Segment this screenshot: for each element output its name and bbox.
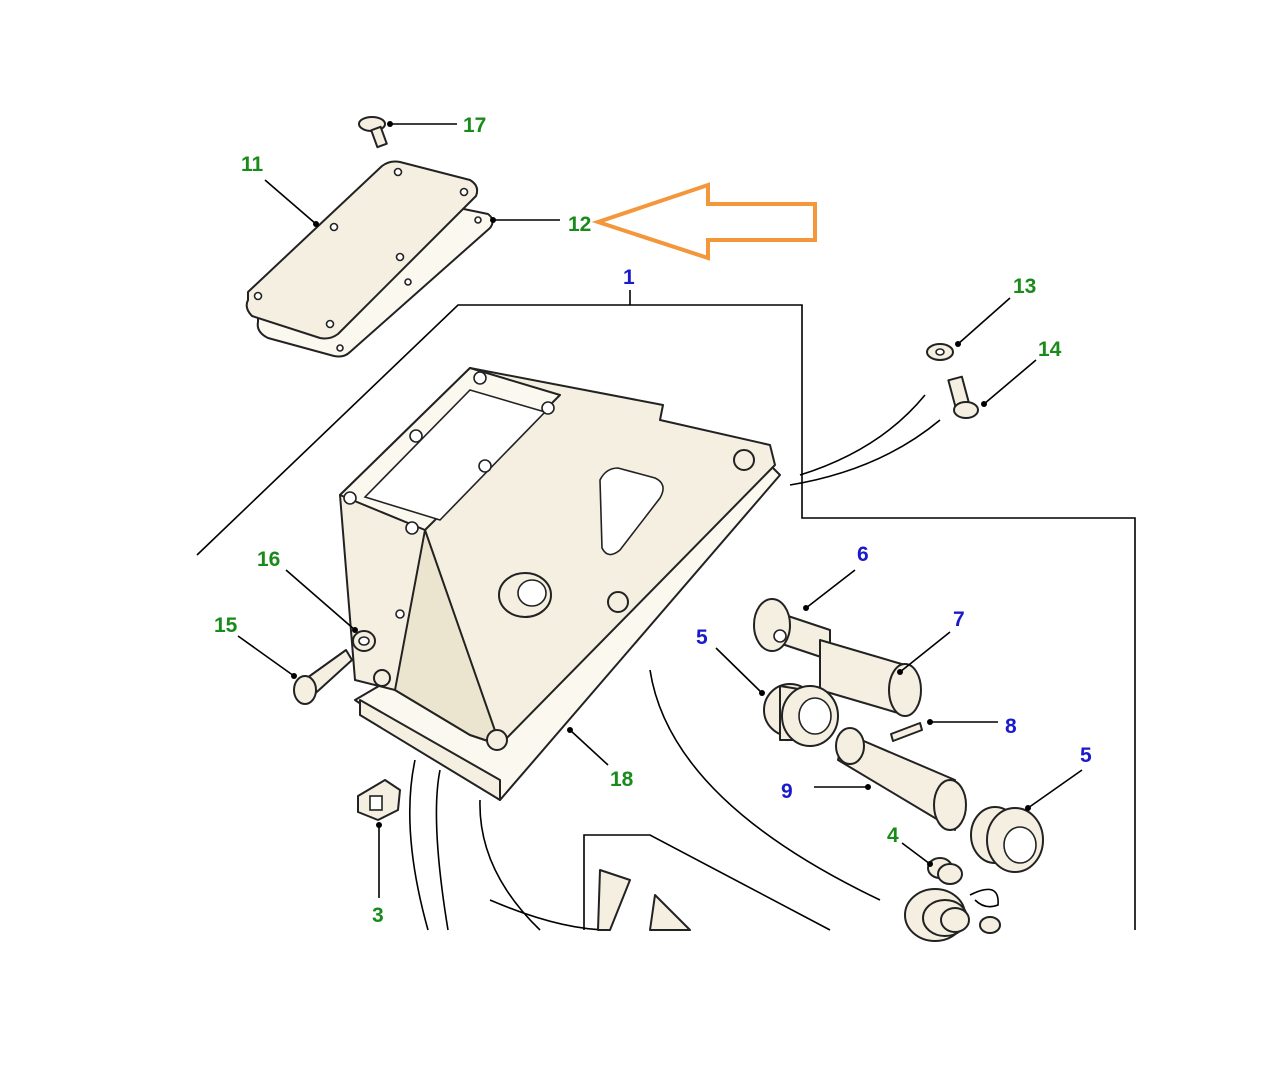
- callout-12: 12: [568, 213, 591, 236]
- callout-18: 18: [610, 768, 634, 791]
- callout-5-left: 5: [696, 626, 708, 649]
- callout-1: 1: [623, 266, 635, 289]
- bolt-4: [927, 857, 963, 885]
- callout-13: 13: [1013, 275, 1036, 298]
- callout-7: 7: [953, 608, 965, 631]
- roll-pin-8: [890, 722, 923, 742]
- shaft-7: [819, 639, 922, 717]
- washer-13: [926, 343, 954, 361]
- pivot-tube-6: [753, 598, 831, 661]
- callout-6: 6: [857, 543, 869, 566]
- inset-frame: [583, 834, 831, 931]
- bolt-15: [293, 649, 353, 705]
- callout-16: 16: [257, 548, 280, 571]
- bush-5-right: [970, 806, 1044, 873]
- leader-lines: [237, 123, 1083, 898]
- callout-3: 3: [372, 904, 384, 927]
- callout-5-right: 5: [1080, 744, 1092, 767]
- callout-15: 15: [214, 614, 238, 637]
- shaft-9: [835, 727, 967, 831]
- callout-9: 9: [781, 780, 793, 803]
- return-spring: [904, 888, 1001, 942]
- clip-3: [357, 779, 401, 821]
- pedal-arm: [408, 669, 881, 931]
- group-bracket-1: [196, 290, 1136, 930]
- callout-4: 4: [887, 824, 899, 847]
- cover-plate-11: [245, 160, 479, 340]
- nut-16: [352, 630, 376, 652]
- arrow-left-outline-icon: [591, 182, 817, 261]
- leader-dots: [291, 121, 1031, 867]
- cover-plate-assembly: [245, 160, 494, 358]
- bush-5-left: [763, 683, 839, 747]
- bolt-14: [947, 375, 979, 419]
- spring-wire: [789, 394, 941, 486]
- callout-17: 17: [463, 114, 486, 137]
- callout-8: 8: [1005, 715, 1017, 738]
- screw-17: [358, 116, 388, 149]
- pedal-box-housing: [339, 367, 781, 801]
- callout-11: 11: [241, 153, 264, 176]
- callout-14: 14: [1038, 338, 1062, 361]
- callout-labels: 17 11 12 1 13 14 16 6 15 7 5 8 5 18 9 4 …: [214, 114, 1092, 927]
